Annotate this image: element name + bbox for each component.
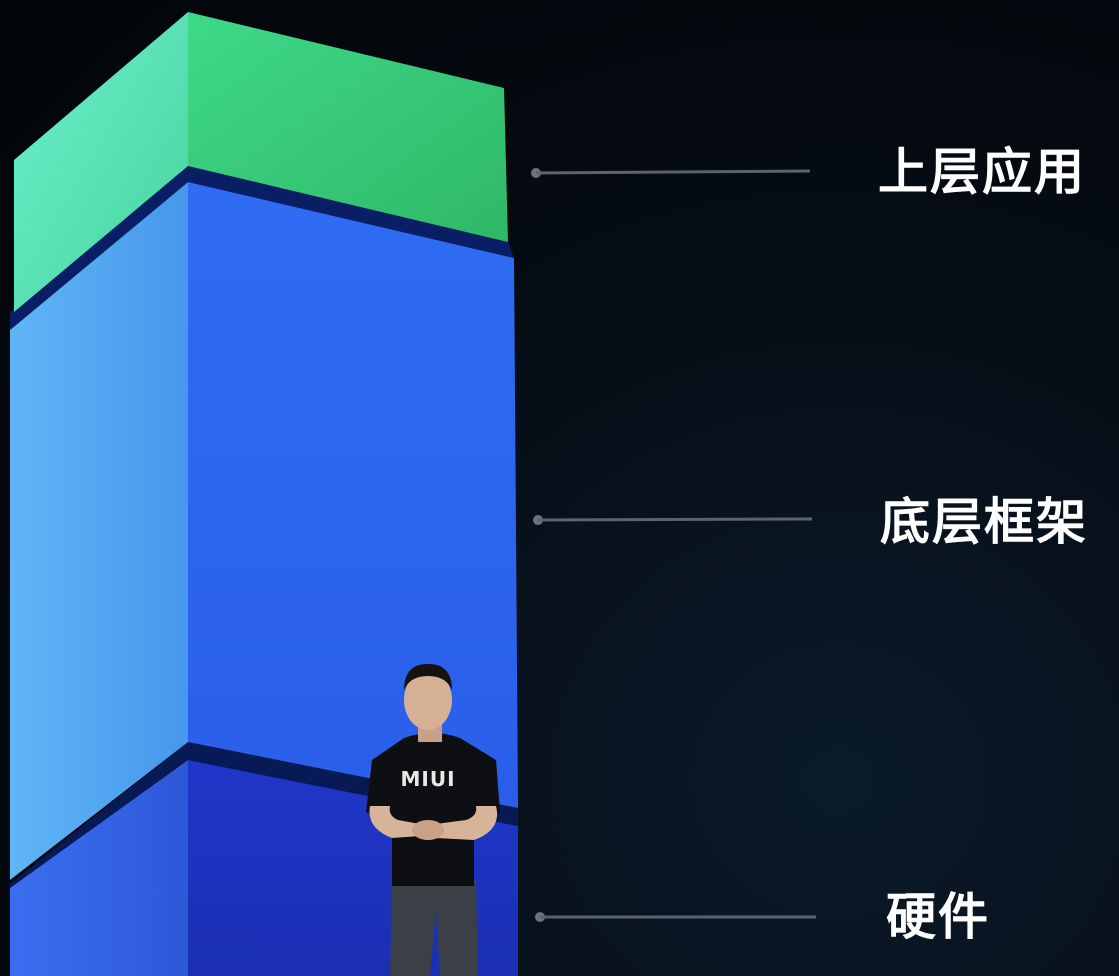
layer-framework-left-face [10,182,188,880]
layer-framework-block [10,166,518,880]
presenter-arm-right [436,806,498,840]
layer-framework-front-face [188,182,518,808]
layer-apps-block [14,12,508,312]
presenter-hair [404,664,452,690]
layer-apps-left-face [14,12,188,312]
presenter-arm-left [369,806,420,838]
layer-apps-front-face [188,12,508,242]
layer-label-framework: 底层框架 [880,493,1088,551]
layer-label-hardware: 硬件 [886,888,990,946]
presenter-head [404,670,452,730]
connector-framework [533,515,813,525]
connector-hardware [535,912,816,922]
presenter-figure: MIUI [366,664,500,976]
layer-hardware-left-face [10,760,188,976]
layer-framework-top-edge [10,166,514,330]
presenter-tshirt [366,733,500,886]
presenter-hands [412,820,444,840]
layer-hardware-top-edge [10,742,518,888]
layer-label-apps: 上层应用 [878,143,1086,201]
presenter-jeans [390,880,478,976]
connector-apps [531,168,811,178]
connector-framework-line [537,517,813,522]
connector-apps-line [535,169,811,175]
presenter-shirt-logo: MIUI [400,767,455,791]
